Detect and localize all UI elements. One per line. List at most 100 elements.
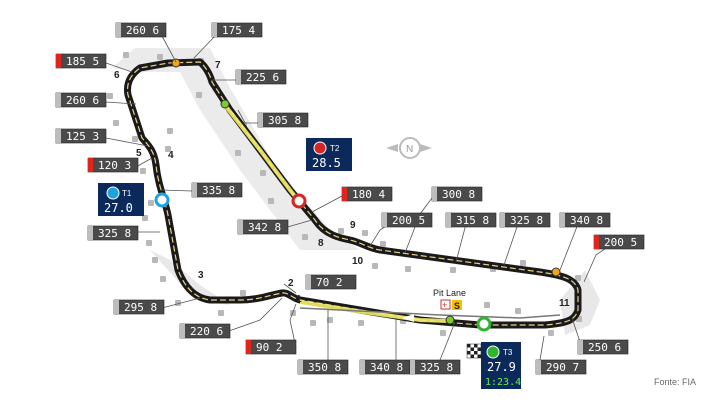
speed-value: 325 8 bbox=[98, 227, 131, 240]
max-speed-marker bbox=[246, 340, 251, 354]
speed-trap-box: 305 8 bbox=[257, 112, 309, 128]
sector-boundary-markers bbox=[154, 58, 561, 332]
speed-trap-box: 200 5 bbox=[593, 234, 645, 250]
speed-trap-box: 225 6 bbox=[235, 69, 287, 85]
speed-tab bbox=[382, 213, 387, 227]
speed-tab bbox=[238, 220, 243, 234]
speed-trap-box: 340 8 bbox=[559, 212, 611, 228]
speed-trap-box: 120 3 bbox=[87, 157, 139, 173]
speed-trap-box: 250 6 bbox=[577, 339, 629, 355]
speed-tab bbox=[560, 213, 565, 227]
speed-value: 350 8 bbox=[308, 361, 341, 374]
speed-trap-box: 125 3 bbox=[55, 128, 107, 144]
corner-number: 7 bbox=[215, 60, 221, 71]
speed-value: 315 8 bbox=[456, 214, 489, 227]
speed-tab bbox=[432, 187, 437, 201]
speed-value: 325 8 bbox=[420, 361, 453, 374]
max-speed-marker bbox=[88, 158, 93, 172]
speed-tab bbox=[578, 340, 583, 354]
speed-value: 70 2 bbox=[316, 276, 343, 289]
speed-tab bbox=[116, 23, 121, 37]
speed-trap-leaders bbox=[105, 35, 613, 361]
speed-trap-box: 325 8 bbox=[409, 359, 461, 375]
first-aid-icon bbox=[440, 299, 451, 310]
speed-trap-box: 70 2 bbox=[305, 274, 357, 290]
speed-value: 260 6 bbox=[66, 94, 99, 107]
sector-time: 28.5 bbox=[312, 156, 341, 170]
speed-value: 175 4 bbox=[222, 24, 255, 37]
sector-time: 27.0 bbox=[104, 201, 133, 215]
speed-trap-box: 180 4 bbox=[341, 186, 393, 202]
speed-tab bbox=[536, 360, 541, 374]
corner-number: 2 bbox=[288, 278, 294, 289]
speed-tab bbox=[500, 213, 505, 227]
corner-number: 6 bbox=[114, 70, 120, 81]
sector-time: 27.9 bbox=[487, 360, 516, 374]
speed-tab bbox=[192, 183, 197, 197]
speed-value: 225 6 bbox=[246, 71, 279, 84]
compass: N bbox=[386, 137, 432, 159]
corner-number: 4 bbox=[168, 150, 174, 161]
speed-value: 185 5 bbox=[66, 55, 99, 68]
max-speed-marker bbox=[56, 54, 61, 68]
speed-trap-box: 342 8 bbox=[237, 219, 289, 235]
speed-value: 250 6 bbox=[588, 341, 621, 354]
speed-tab bbox=[446, 213, 451, 227]
sector-icon bbox=[486, 345, 500, 359]
speed-tab bbox=[410, 360, 415, 374]
speed-value: 200 5 bbox=[604, 236, 637, 249]
corner-number: 3 bbox=[198, 270, 204, 281]
speed-tab bbox=[180, 324, 185, 338]
svg-text:+: + bbox=[442, 300, 447, 310]
speed-tab bbox=[236, 70, 241, 84]
speed-value: 340 8 bbox=[370, 361, 403, 374]
speed-value: 295 8 bbox=[124, 301, 157, 314]
max-speed-marker bbox=[342, 187, 347, 201]
sector-box-1: T1 27.0 bbox=[98, 183, 144, 216]
speed-trap-box: 325 8 bbox=[499, 212, 551, 228]
speed-tab bbox=[258, 113, 263, 127]
speed-trap-box: 300 8 bbox=[431, 186, 483, 202]
compass-arrow-icon bbox=[386, 144, 398, 152]
sector-box-3: T3 27.9 1:23.4 bbox=[481, 342, 521, 389]
corner-number: 11 bbox=[559, 298, 570, 309]
speed-value: 200 5 bbox=[392, 214, 425, 227]
speed-value: 180 4 bbox=[352, 188, 385, 201]
pit-speed-badge bbox=[452, 300, 462, 310]
checkered-flag-icon bbox=[466, 343, 482, 359]
speed-value: 335 8 bbox=[202, 184, 235, 197]
speed-trap-box: 90 2 bbox=[245, 339, 297, 355]
speed-value: 342 8 bbox=[248, 221, 281, 234]
speed-value: 120 3 bbox=[98, 159, 131, 172]
source-credit: Fonte: FIA bbox=[654, 377, 696, 387]
sector-label: T2 bbox=[330, 144, 340, 153]
speed-value: 125 3 bbox=[66, 130, 99, 143]
sector-icon bbox=[313, 141, 327, 155]
speed-tab bbox=[306, 275, 311, 289]
speed-value: 340 8 bbox=[570, 214, 603, 227]
speed-trap-box: 295 8 bbox=[113, 299, 165, 315]
max-speed-marker bbox=[594, 235, 599, 249]
compass-label: N bbox=[406, 144, 413, 155]
sector-box-2: T2 28.5 bbox=[306, 138, 352, 171]
speed-tab bbox=[56, 93, 61, 107]
speed-tab bbox=[56, 129, 61, 143]
speed-trap-box: 175 4 bbox=[211, 22, 263, 38]
corner-number: 1 bbox=[296, 294, 302, 305]
lap-time: 1:23.4 bbox=[485, 377, 521, 388]
svg-text:S: S bbox=[454, 301, 460, 311]
speed-trap-box: 185 5 bbox=[55, 53, 107, 69]
speed-trap-box: 340 8 bbox=[359, 359, 411, 375]
track bbox=[124, 58, 582, 329]
corner-number: 10 bbox=[352, 256, 364, 267]
speed-tab bbox=[360, 360, 365, 374]
speed-trap-box: 200 5 bbox=[381, 212, 433, 228]
speed-value: 220 6 bbox=[190, 325, 223, 338]
speed-trap-box: 350 8 bbox=[297, 359, 349, 375]
speed-value: 260 6 bbox=[126, 24, 159, 37]
speed-trap-box: 260 6 bbox=[55, 92, 107, 108]
pit-lane-label: Pit Lane bbox=[433, 288, 466, 298]
sector-icon bbox=[106, 186, 120, 200]
corner-number: 5 bbox=[136, 148, 142, 159]
